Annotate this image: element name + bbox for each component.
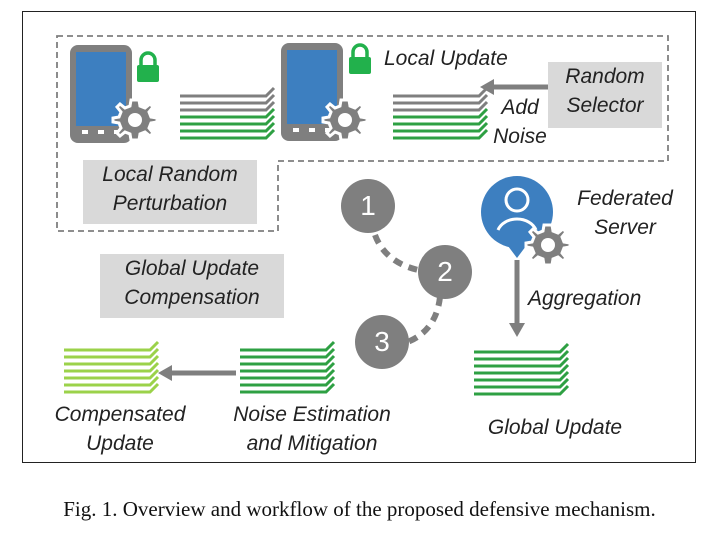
- local-random-perturbation-line-1: Local Random: [102, 163, 238, 186]
- stack-layer: [64, 382, 160, 394]
- workflow-connector-1-2: [372, 233, 419, 273]
- stack-layer: [393, 86, 489, 98]
- step-circle-2: [418, 245, 472, 299]
- global-update-compensation-line-2: Compensation: [124, 286, 260, 309]
- stack-layer: [240, 347, 336, 359]
- client-region-border: [56, 35, 669, 232]
- step-number-3: 3: [374, 326, 390, 357]
- random-selector-line-1: Random: [565, 65, 645, 88]
- stack-layer: [240, 340, 336, 352]
- noise-estimation-line-1: Noise Estimation: [233, 403, 391, 426]
- add-noise-line-1: Add: [501, 96, 539, 119]
- stack-layer: [180, 93, 276, 105]
- stack-layer: [180, 100, 276, 112]
- stack-layer: [474, 384, 570, 396]
- step-number-1: 1: [360, 190, 376, 221]
- compensated-update-stack: [64, 340, 160, 394]
- stack-layer: [474, 342, 570, 354]
- stack-layer: [64, 354, 160, 366]
- stack-layer: [393, 128, 489, 140]
- stack-layer: [240, 354, 336, 366]
- stack-layer: [474, 349, 570, 361]
- selector-arrow: [480, 79, 548, 95]
- lock-icon-1: [135, 51, 161, 84]
- local-random-perturbation-line-2: Perturbation: [112, 192, 228, 215]
- step-circle-1: [341, 179, 395, 233]
- stack-layer: [240, 382, 336, 394]
- stack-layer: [393, 114, 489, 126]
- stack-layer: [64, 347, 160, 359]
- stack-layer: [240, 361, 336, 373]
- gear-icon-1: [111, 98, 159, 142]
- gear-icon-2: [321, 98, 369, 142]
- compensated-update-line-2: Update: [86, 432, 154, 455]
- stack-layer: [64, 375, 160, 387]
- stack-layer: [393, 100, 489, 112]
- stack-layer: [240, 368, 336, 380]
- stack-layer: [393, 93, 489, 105]
- global-update-compensation-line-1: Global Update: [124, 257, 260, 280]
- local-update-stack-1: [180, 86, 276, 140]
- compensated-update-label: Compensated Update: [40, 400, 200, 458]
- stack-layer: [180, 128, 276, 140]
- add-noise-label: Add Noise: [480, 93, 560, 151]
- noise-estimation-stack: [240, 340, 336, 394]
- stack-layer: [393, 121, 489, 133]
- stack-layer: [180, 121, 276, 133]
- compensated-update-line-1: Compensated: [54, 403, 186, 426]
- stack-layer: [240, 375, 336, 387]
- global-update-label: Global Update: [487, 416, 623, 439]
- local-update-stack-2: [393, 86, 489, 140]
- noise-estimation-label: Noise Estimation and Mitigation: [212, 400, 412, 458]
- global-update-stack: [474, 342, 570, 396]
- stack-layer: [474, 377, 570, 389]
- diagram-frame: [22, 11, 696, 463]
- federated-server-line-1: Federated: [577, 187, 673, 210]
- stack-layer: [393, 107, 489, 119]
- local-update-label: Local Update: [384, 47, 508, 70]
- step-number-2: 2: [437, 256, 453, 287]
- aggregation-label: Aggregation: [528, 287, 642, 310]
- stack-layer: [180, 86, 276, 98]
- aggregation-arrow: [509, 260, 525, 337]
- stack-layer: [474, 356, 570, 368]
- stack-layer: [474, 363, 570, 375]
- step-circle-3: [355, 315, 409, 369]
- local-random-perturbation-box: Local Random Perturbation: [83, 160, 257, 224]
- noise-estimation-line-2: and Mitigation: [246, 432, 378, 455]
- federated-server-label: Federated Server: [560, 184, 690, 242]
- random-selector-line-2: Selector: [566, 94, 644, 117]
- workflow-connector-2-3: [403, 296, 443, 346]
- federated-server-line-2: Server: [594, 216, 656, 239]
- stack-layer: [64, 340, 160, 352]
- stack-layer: [180, 114, 276, 126]
- random-selector-box: Random Selector: [548, 62, 662, 128]
- compensation-arrow: [158, 365, 236, 381]
- stack-layer: [180, 107, 276, 119]
- stack-layer: [64, 368, 160, 380]
- global-update-compensation-box: Global Update Compensation: [100, 254, 284, 318]
- add-noise-line-2: Noise: [493, 125, 547, 148]
- stack-layer: [64, 361, 160, 373]
- lock-icon-2: [347, 43, 373, 76]
- figure-caption: Fig. 1. Overview and workflow of the pro…: [63, 497, 656, 521]
- stack-layer: [474, 370, 570, 382]
